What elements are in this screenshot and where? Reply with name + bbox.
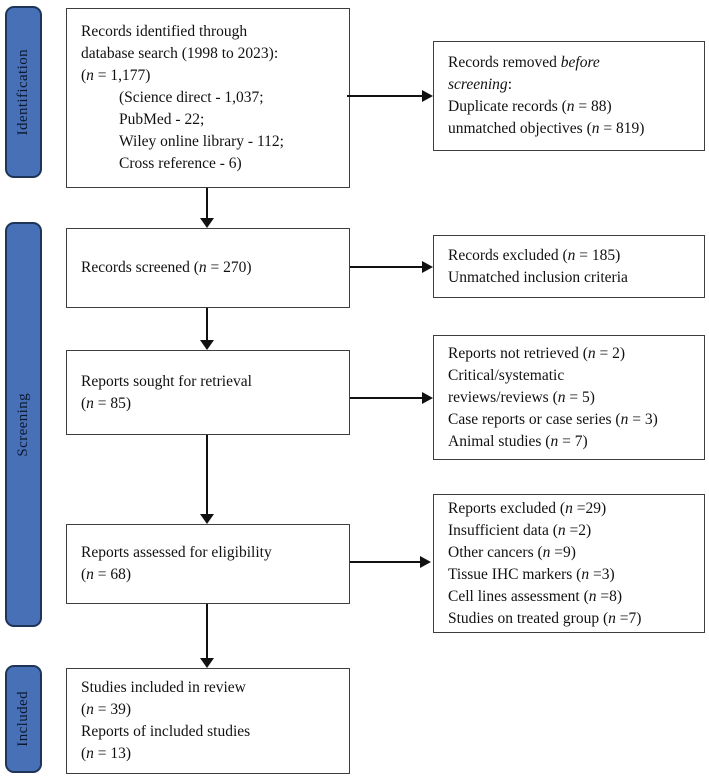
box-text-line: unmatched objectives (n = 819) [448,120,645,137]
box-text-line: screening: [448,76,512,93]
arrow-shaft [350,561,422,563]
box-text-line: Reports of included studies [81,723,251,740]
arrow-shaft [350,266,424,268]
stage-label-included: Included [15,691,31,747]
box-text-line: Animal studies (n = 7) [448,432,588,450]
box-records-identified: Records identified through database searc… [66,8,350,188]
stage-label-identification: Identification [15,48,31,136]
arrow-down-head-icon [200,514,214,524]
box-text-line: Case reports or case series (n = 3) [448,410,658,428]
box-records-excluded: Records excluded (n = 185) Unmatched incl… [433,235,705,298]
box-text-line: Studies on treated group (n =7) [448,609,642,627]
stage-bar-identification: Identification [5,6,42,178]
arrow-screened-to-sought-icon [200,308,214,350]
box-text-line: Reports excluded (n =29) [448,499,607,517]
arrow-screened-to-excluded-icon [350,261,433,273]
box-text-line: Tissue IHC markers (n =3) [448,565,615,583]
box-text-line: PubMed - 22; [119,111,205,128]
arrow-shaft [347,95,424,97]
box-text-line: database search (1998 to 2023): [81,45,279,62]
box-reports-sought: Reports sought for retrieval (n = 85) [66,350,350,435]
arrow-sought-to-not-retrieved-icon [350,392,433,404]
arrow-right-head-icon [422,90,433,102]
box-studies-included: Studies included in review (n = 39) Report… [66,668,350,774]
arrow-shaft [206,604,208,659]
arrow-right-head-icon [422,261,433,273]
box-text-line: (n = 1,177) [81,67,151,84]
arrow-shaft [350,397,424,399]
box-text-line: Unmatched inclusion criteria [448,268,628,286]
box-text-line: (n = 85) [81,394,132,412]
box-text-line: Duplicate records (n = 88) [448,98,612,115]
box-text-line: Other cancers (n =9) [448,543,576,561]
box-text-line: Reports sought for retrieval [81,372,252,390]
arrow-identified-to-screened-icon [200,188,214,228]
box-text-line: Reports assessed for eligibility [81,544,272,561]
arrow-sought-to-assessed-icon [200,435,214,524]
box-reports-assessed: Reports assessed for eligibility (n = 68) [66,524,350,604]
box-text-line: Insufficient data (n =2) [448,521,592,539]
box-text-line: Cross reference - 6) [119,155,242,172]
stage-bar-included: Included [5,665,42,773]
arrow-shaft [206,188,208,219]
arrow-down-head-icon [200,218,214,228]
box-text-line: (n = 13) [81,745,132,762]
box-text-line: (n = 39) [81,701,132,718]
arrow-shaft [206,435,208,515]
box-text-line: (n = 68) [81,566,132,583]
box-text-line: Cell lines assessment (n =8) [448,587,623,605]
box-text-line: reviews/reviews (n = 5) [448,388,595,406]
box-text-line: Records identified through [81,23,248,40]
box-text-line: Reports not retrieved (n = 2) [448,344,626,362]
arrow-assessed-to-included-icon [200,604,214,668]
arrow-assessed-to-excluded-icon [350,556,431,568]
arrow-right-head-icon [420,556,431,568]
box-records-removed: Records removed before screening: Duplicat… [433,41,705,151]
box-text-line: Studies included in review [81,679,246,696]
arrow-down-head-icon [200,658,214,668]
box-text-line: Critical/systematic [448,366,565,384]
stage-label-screening: Screening [15,392,31,457]
box-text-line: Records excluded (n = 185) [448,246,621,264]
box-records-screened: Records screened (n = 270) [66,228,350,308]
box-text-line: (Science direct - 1,037; [119,89,264,106]
arrow-down-head-icon [200,340,214,350]
box-reports-excluded-eligibility: Reports excluded (n =29) Insufficient dat… [433,494,705,633]
box-text-line: Records removed before [448,54,600,71]
arrow-identified-to-removed-icon [347,90,433,102]
box-text-line: Records screened (n = 270) [81,259,252,276]
arrow-right-head-icon [422,392,433,404]
arrow-shaft [206,308,208,341]
stage-bar-screening: Screening [5,222,42,627]
box-text-line: Wiley online library - 112; [119,133,284,150]
box-reports-not-retrieved: Reports not retrieved (n = 2) Critical/sy… [433,335,705,460]
